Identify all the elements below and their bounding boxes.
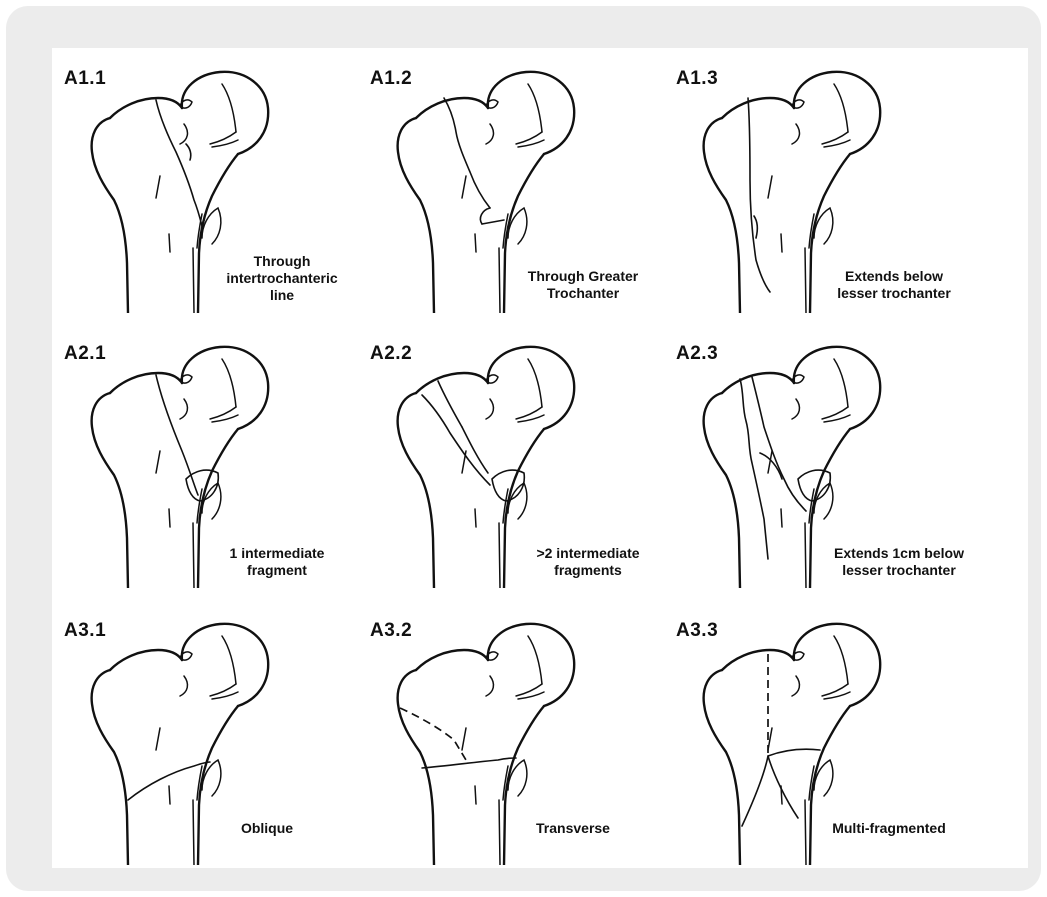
caption: Transverse [518,820,628,837]
classification-panel: A1.1 Through intertrochanteric line A1.2… [52,48,1028,868]
caption: Extends below lesser trochanter [819,268,969,302]
caption: Through intertrochanteric line [212,253,352,304]
code-label: A2.1 [64,343,106,365]
caption: Oblique [212,820,322,837]
code-label: A2.2 [370,343,412,365]
code-label: A3.2 [370,620,412,642]
code-label: A1.1 [64,68,106,90]
cell-a3-1: A3.1 Oblique [52,600,352,865]
caption: >2 intermediate fragments [508,545,668,579]
cell-a1-1: A1.1 Through intertrochanteric line [52,48,352,313]
figure-frame: A1.1 Through intertrochanteric line A1.2… [6,6,1041,891]
cell-a3-2: A3.2 Transverse [358,600,658,865]
caption: Through Greater Trochanter [508,268,658,302]
cell-a1-2: A1.2 Through Greater Trochanter [358,48,658,313]
caption: Extends 1cm below lesser trochanter [814,545,984,579]
code-label: A3.1 [64,620,106,642]
caption: Multi-fragmented [814,820,964,837]
cell-a2-1: A2.1 1 intermediate fragment [52,323,352,588]
cell-a2-2: A2.2 >2 intermediate fragments [358,323,658,588]
code-label: A1.3 [676,68,718,90]
code-label: A2.3 [676,343,718,365]
cell-a3-3: A3.3 Multi-fragmented [664,600,964,865]
caption: 1 intermediate fragment [202,545,352,579]
cell-a1-3: A1.3 Extends below lesser trochanter [664,48,964,313]
code-label: A3.3 [676,620,718,642]
cell-a2-3: A2.3 Extends 1cm below lesser trochanter [664,323,964,588]
code-label: A1.2 [370,68,412,90]
